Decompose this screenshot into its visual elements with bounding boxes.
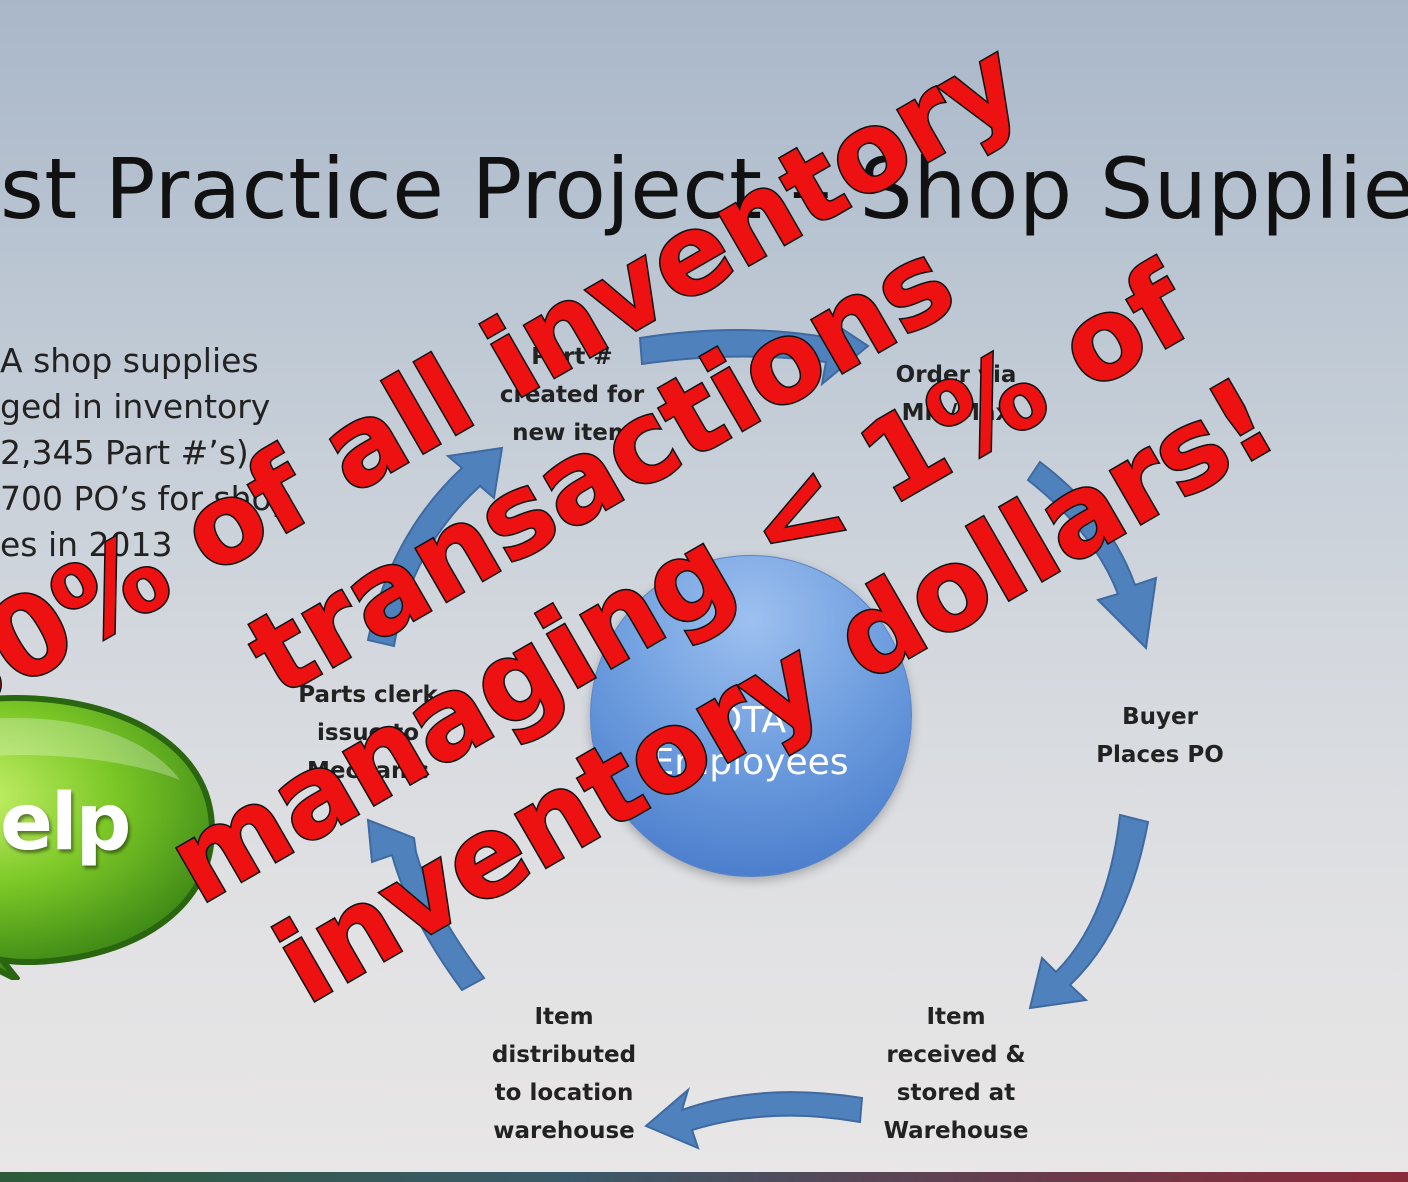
bullet-item: es in 2013 xyxy=(0,525,173,564)
bubble-text: elp xyxy=(0,778,131,868)
step-line: Item xyxy=(926,1004,986,1030)
step-line: distributed xyxy=(491,1042,637,1068)
center-label-line: Employees xyxy=(651,742,849,783)
cycle-arrow xyxy=(1028,813,1150,1010)
step-line: Min/Max xyxy=(901,400,1011,426)
step-line: to location xyxy=(494,1080,634,1106)
step-line: Order via xyxy=(895,362,1017,388)
step-line: Item xyxy=(534,1004,594,1030)
step-line: received & xyxy=(886,1042,1026,1068)
bullet-item: ged in inventory xyxy=(0,387,271,426)
step-line: stored at xyxy=(896,1080,1016,1106)
cycle-step-part-created: Part # created for new item xyxy=(482,338,662,452)
bullet-item: A shop supplies xyxy=(0,341,259,380)
cycle-arrow xyxy=(366,818,486,992)
cycle-arrow xyxy=(366,446,504,648)
help-speech-bubble-icon xyxy=(0,694,216,980)
step-line: Parts clerk xyxy=(298,682,438,708)
cycle-arrow xyxy=(644,1087,864,1150)
cycle-step-received: Item received & stored at Warehouse xyxy=(866,998,1046,1150)
step-line: Buyer xyxy=(1122,704,1198,730)
step-line: Places PO xyxy=(1096,742,1224,768)
step-line: issue to xyxy=(316,720,420,746)
cycle-step-parts-clerk: Parts clerk issue to Mechanic xyxy=(278,676,458,790)
bullet-item: 700 PO’s for shop xyxy=(0,479,293,518)
step-line: new item xyxy=(512,420,632,446)
center-label: OTA Employees xyxy=(590,700,910,784)
step-line: Warehouse xyxy=(883,1118,1029,1144)
slide-title: st Practice Project – Shop Supplies xyxy=(0,140,1408,238)
cycle-step-order-min-max: Order via Min/Max xyxy=(866,356,1046,432)
step-line: Part # xyxy=(531,344,613,370)
bullet-item: 2,345 Part #’s) xyxy=(0,433,249,472)
center-circle xyxy=(590,555,912,877)
step-line: Mechanic xyxy=(307,758,429,784)
cycle-arrow xyxy=(1026,460,1158,651)
cycle-step-distributed: Item distributed to location warehouse xyxy=(474,998,654,1150)
step-line: created for xyxy=(499,382,645,408)
bullet-list: A shop supplies ged in inventory 2,345 P… xyxy=(0,338,293,568)
cycle-arrow xyxy=(638,315,870,387)
center-label-line: OTA xyxy=(713,700,787,741)
step-line: warehouse xyxy=(493,1118,635,1144)
footer-bar xyxy=(0,1172,1408,1182)
cycle-step-buyer-po: Buyer Places PO xyxy=(1070,698,1250,774)
